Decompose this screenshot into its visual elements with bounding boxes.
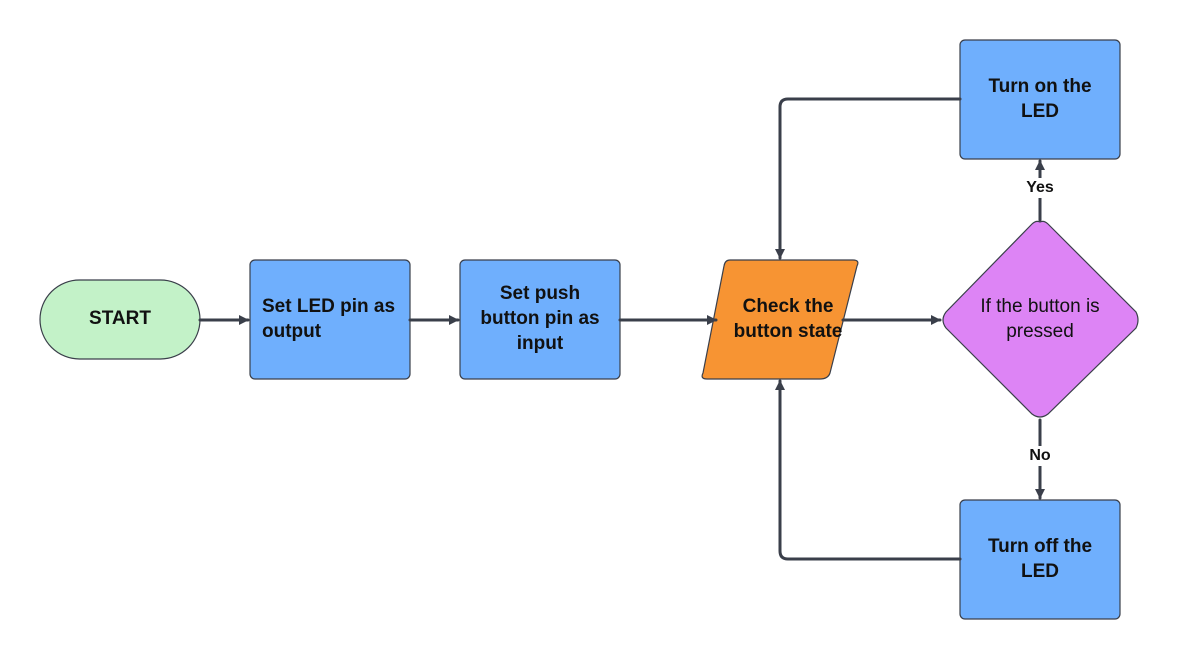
turn-on-label: Turn on the LED xyxy=(988,75,1092,122)
no-edge-label: No xyxy=(1022,446,1058,466)
yes-edge-label: Yes xyxy=(1020,178,1060,198)
connector-turn-off-to-check xyxy=(775,379,962,561)
set-button-label: Set push button pin as input xyxy=(480,283,600,354)
start-label: START xyxy=(89,308,151,330)
turn-off-label: Turn off the LED xyxy=(987,535,1093,582)
decision-diamond xyxy=(942,220,1139,418)
connector-turn-on-to-check xyxy=(775,97,962,260)
set-led-label: Set LED pin as output xyxy=(262,295,396,342)
decision-label: If the button is pressed xyxy=(980,296,1100,342)
check-state-label: Check the button state xyxy=(733,295,843,342)
check-state-io xyxy=(701,259,859,380)
